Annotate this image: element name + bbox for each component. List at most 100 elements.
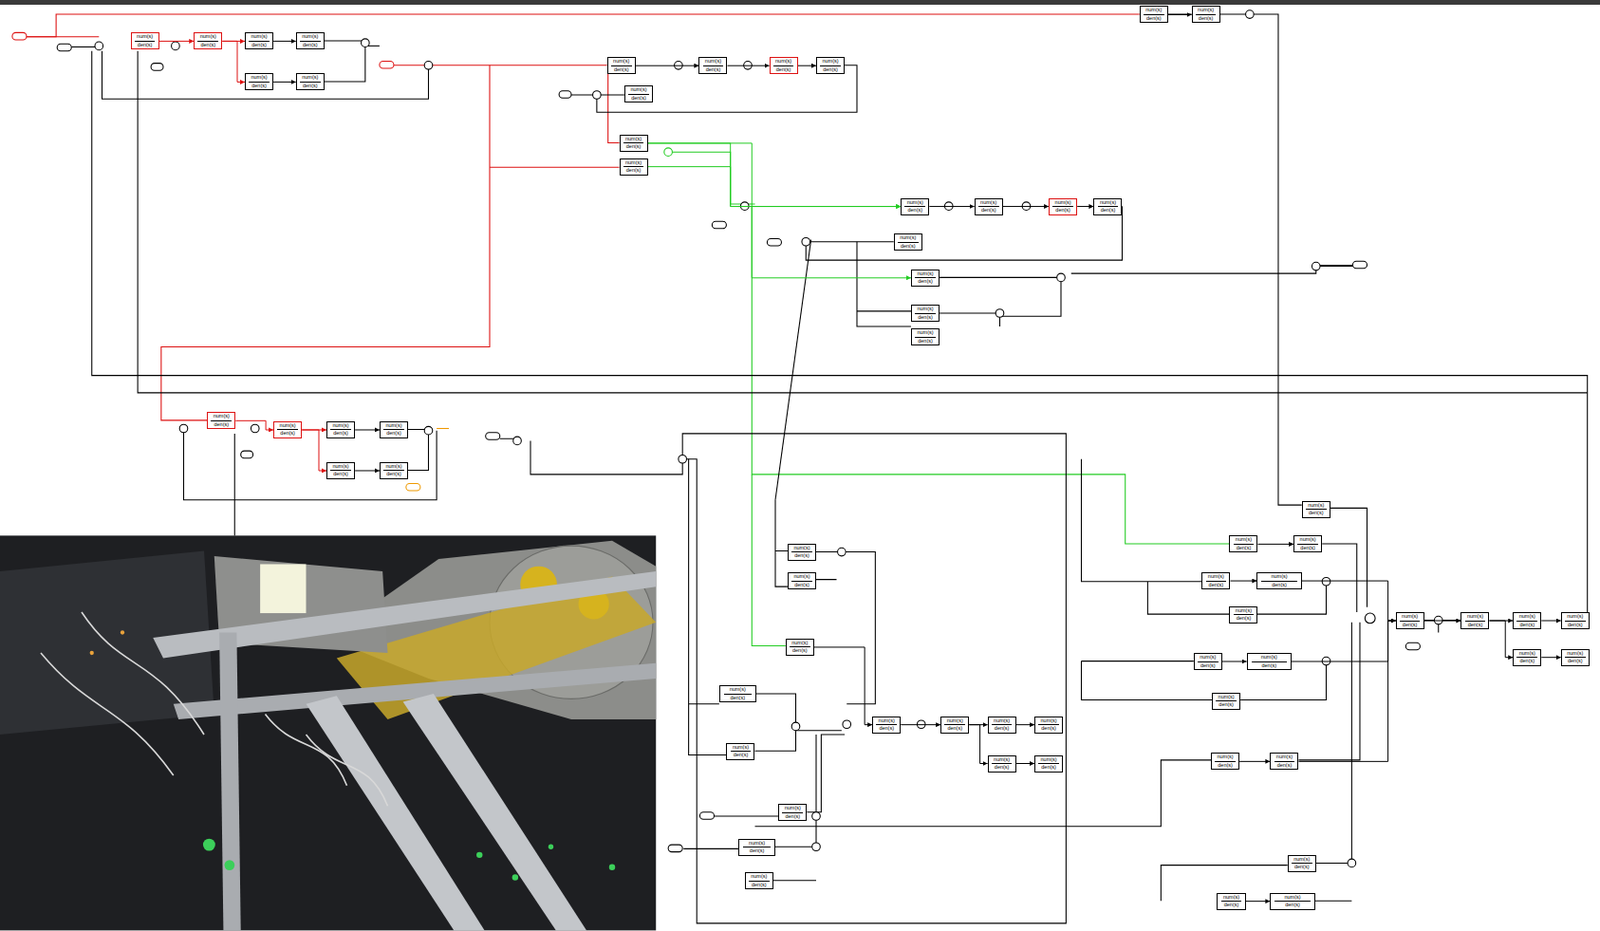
- glow: [512, 874, 519, 880]
- signal-line: [1298, 620, 1396, 762]
- signal-line: [1424, 620, 1462, 622]
- block-numerator: num(s): [993, 757, 1010, 763]
- transfer-fcn-block: num(s)den(s): [296, 73, 325, 91]
- led: [90, 651, 94, 655]
- fraction-bar: [628, 93, 650, 95]
- block-numerator: num(s): [1519, 651, 1536, 657]
- photo-ground: [0, 535, 656, 931]
- block-numerator: num(s): [332, 464, 349, 470]
- transfer-fcn-block: num(s)den(s): [1139, 5, 1169, 23]
- block-denominator: den(s): [613, 67, 630, 74]
- block-denominator: den(s): [333, 471, 349, 478]
- fraction-bar: [991, 762, 1013, 764]
- sum-block: [424, 61, 433, 71]
- block-denominator: den(s): [1100, 207, 1117, 214]
- wire: [806, 734, 845, 813]
- transfer-fcn-block: num(s)den(s): [769, 56, 799, 75]
- fraction-bar: [1097, 205, 1119, 207]
- block-numerator: num(s): [332, 423, 349, 429]
- fraction-bar: [875, 724, 897, 726]
- block-denominator: den(s): [1277, 762, 1293, 769]
- fraction-bar: [1274, 761, 1296, 763]
- fraction-bar: [914, 336, 936, 338]
- wire: [755, 693, 842, 751]
- block-denominator: den(s): [1236, 545, 1252, 552]
- block-numerator: num(s): [1270, 574, 1287, 580]
- block-denominator: den(s): [733, 752, 749, 759]
- fraction-bar: [791, 551, 813, 553]
- signal-line: [1229, 580, 1257, 582]
- sum-block: [1057, 273, 1066, 282]
- block-denominator: den(s): [792, 648, 808, 654]
- block-numerator: num(s): [916, 271, 933, 278]
- block-denominator: den(s): [900, 243, 916, 250]
- inport: [379, 61, 394, 70]
- fraction-bar: [1291, 862, 1313, 864]
- sum-block: [1321, 576, 1331, 586]
- wire: [408, 429, 429, 471]
- transfer-fcn-block: num(s)den(s): [893, 233, 923, 251]
- block-denominator: den(s): [749, 848, 765, 855]
- transfer-fcn-block: num(s) den(s): [1228, 535, 1258, 553]
- block-denominator: den(s): [1146, 16, 1162, 22]
- transfer-fcn-block: num(s)den(s): [1256, 572, 1302, 590]
- cable: [40, 652, 174, 776]
- sum-block: [179, 424, 188, 433]
- block-denominator: den(s): [1236, 615, 1252, 622]
- transfer-fcn-block: num(s)den(s): [619, 134, 649, 152]
- inport: [406, 483, 421, 492]
- block-denominator: den(s): [137, 42, 153, 49]
- block-numerator: num(s): [705, 58, 722, 65]
- transfer-fcn-block: num(s)den(s): [1293, 535, 1322, 553]
- signal-line: [814, 647, 873, 726]
- transfer-fcn-block: num(s)den(s): [244, 73, 274, 91]
- block-numerator: num(s): [1235, 537, 1252, 543]
- block-denominator: den(s): [776, 67, 792, 74]
- fraction-bar: [1233, 543, 1255, 545]
- block-numerator: num(s): [980, 200, 997, 206]
- fraction-bar: [991, 724, 1013, 726]
- block-numerator: num(s): [732, 744, 749, 751]
- block-numerator: num(s): [1307, 502, 1324, 509]
- transfer-fcn-block: num(s)den(s): [1211, 692, 1241, 710]
- transfer-fcn-block: num(s)den(s): [1048, 198, 1078, 216]
- sum-block: [812, 812, 821, 821]
- fraction-bar: [330, 469, 352, 471]
- sum-block: [250, 424, 260, 433]
- block-denominator: den(s): [251, 83, 267, 90]
- wire: [184, 428, 438, 501]
- block-numerator: num(s): [729, 687, 746, 693]
- block-denominator: den(s): [1209, 582, 1225, 589]
- fraction-bar: [1206, 580, 1228, 582]
- block-numerator: num(s): [301, 34, 318, 40]
- wire: [92, 51, 1588, 613]
- block-denominator: den(s): [1468, 622, 1484, 629]
- frame-bar: [306, 695, 485, 931]
- block-numerator: num(s): [1218, 694, 1235, 701]
- block-denominator: den(s): [279, 430, 296, 437]
- fraction-bar: [748, 880, 770, 882]
- signal-line: [1541, 620, 1561, 622]
- transfer-fcn-block: num(s)den(s): [911, 269, 940, 287]
- block-denominator: den(s): [1261, 663, 1277, 670]
- transfer-fcn-block: num(s)den(s): [940, 716, 969, 734]
- fraction-bar: [1564, 656, 1586, 658]
- transfer-fcn-block: num(s)den(s): [1246, 652, 1292, 670]
- block-numerator: num(s): [1401, 613, 1418, 620]
- fraction-bar: [330, 428, 352, 430]
- signal-line: [301, 429, 327, 471]
- led: [120, 630, 125, 634]
- transfer-fcn-block: num(s)den(s): [1395, 612, 1425, 630]
- wire: [714, 760, 1212, 827]
- frame-bar: [403, 693, 587, 931]
- transfer-fcn-block: num(s)den(s): [296, 32, 325, 50]
- transfer-fcn-block: num(s)den(s): [785, 638, 815, 656]
- block-numerator: num(s): [625, 160, 642, 167]
- block-numerator: num(s): [791, 640, 808, 647]
- block-numerator: num(s): [1197, 7, 1214, 14]
- block-denominator: den(s): [1567, 622, 1583, 629]
- transfer-fcn-block: num(s)den(s): [1561, 649, 1590, 667]
- transfer-fcn-block: num(s)den(s): [1191, 5, 1221, 23]
- fraction-bar: [1399, 620, 1421, 622]
